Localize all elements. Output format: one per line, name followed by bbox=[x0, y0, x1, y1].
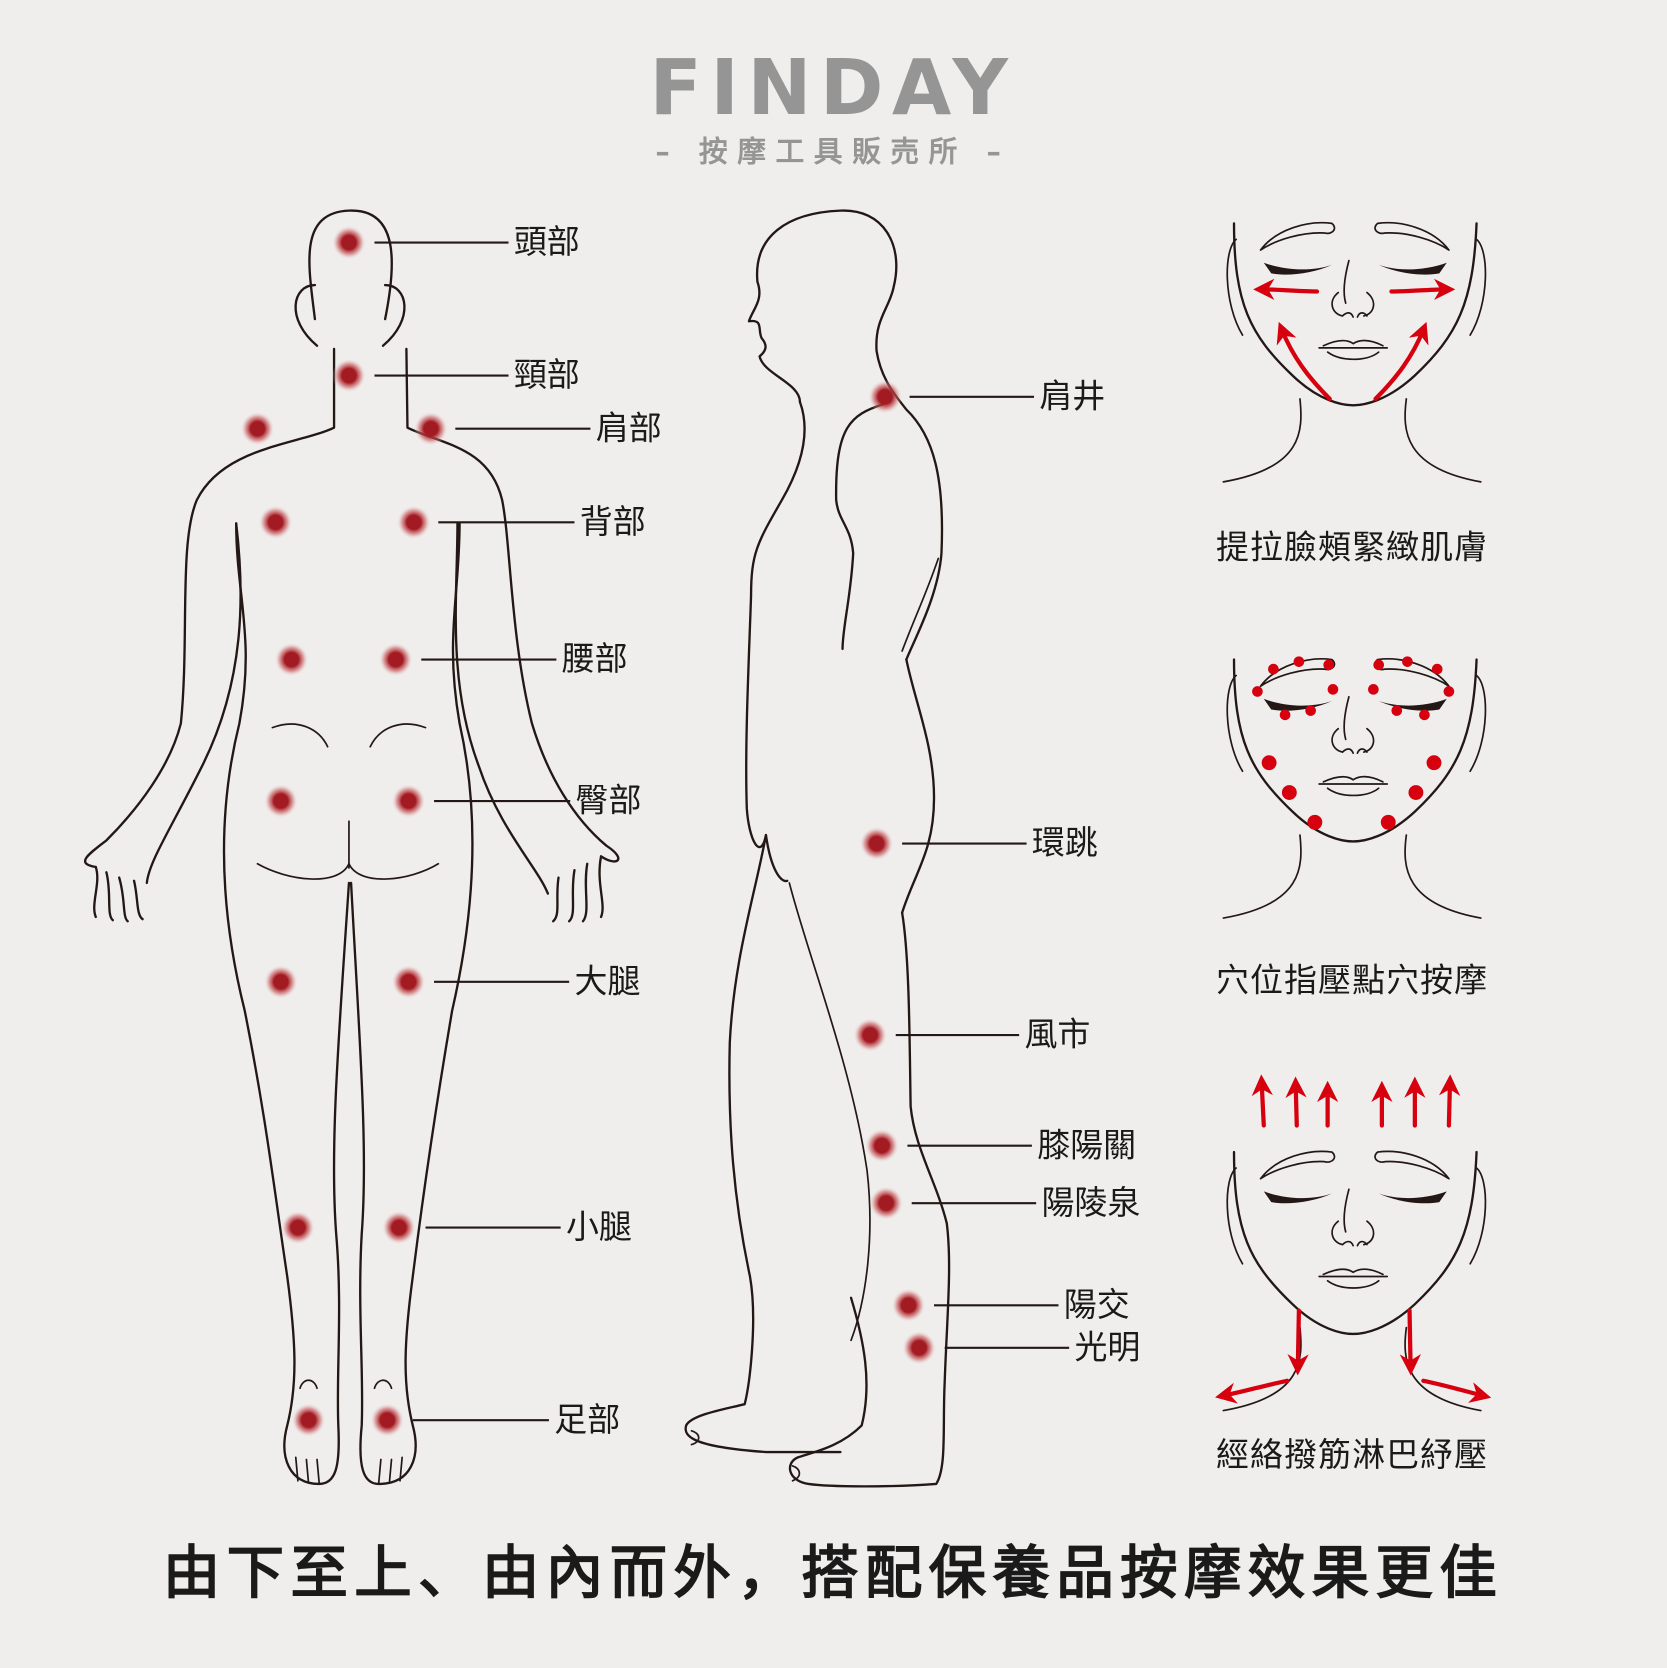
side-labels: 肩井 環跳 風市 膝陽關 陽陵泉 陽交 光明 bbox=[895, 376, 1140, 1366]
back-pressure-points bbox=[240, 225, 448, 1438]
face-lymph: 經絡撥筋淋巴紓壓 bbox=[1215, 1074, 1492, 1474]
label-xiyangguan: 膝陽關 bbox=[1037, 1125, 1136, 1164]
face-caption-lifting: 提拉臉頰緊緻肌膚 bbox=[1216, 527, 1488, 566]
face-acupoints: 穴位指壓點穴按摩 bbox=[1216, 656, 1488, 999]
label-waist: 腰部 bbox=[562, 639, 628, 678]
footer-slogan: 由下至上、由內而外，搭配保養品按摩效果更佳 bbox=[163, 1539, 1503, 1606]
back-view-figure: 頭部 頸部 肩部 背部 腰部 臀部 大腿 小腿 足部 bbox=[83, 209, 662, 1486]
label-back: 背部 bbox=[580, 502, 646, 541]
label-hip: 臀部 bbox=[576, 781, 642, 820]
brand-logo: FINDAY bbox=[650, 44, 1017, 133]
label-huantiao: 環跳 bbox=[1032, 823, 1098, 862]
face-caption-acupoints: 穴位指壓點穴按摩 bbox=[1216, 960, 1488, 999]
label-guangming: 光明 bbox=[1074, 1327, 1140, 1366]
back-labels: 頭部 頸部 肩部 背部 腰部 臀部 大腿 小腿 足部 bbox=[374, 222, 662, 1439]
face-acupoint-dots bbox=[1252, 656, 1455, 830]
label-calf: 小腿 bbox=[566, 1207, 632, 1246]
face-caption-lymph: 經絡撥筋淋巴紓壓 bbox=[1216, 1435, 1488, 1474]
label-jianjing: 肩井 bbox=[1039, 376, 1105, 415]
side-view-figure: 肩井 環跳 風市 膝陽關 陽陵泉 陽交 光明 bbox=[684, 209, 1140, 1488]
label-thigh: 大腿 bbox=[574, 962, 640, 1001]
label-yanglingquan: 陽陵泉 bbox=[1041, 1183, 1140, 1222]
label-yangjiao: 陽交 bbox=[1064, 1285, 1130, 1324]
label-foot: 足部 bbox=[554, 1400, 620, 1439]
brand-header: FINDAY – 按摩工具販売所 – bbox=[650, 44, 1017, 169]
brand-subtitle: – 按摩工具販売所 – bbox=[655, 135, 1010, 169]
face-lifting: 提拉臉頰緊緻肌膚 bbox=[1216, 221, 1488, 566]
label-neck: 頸部 bbox=[514, 355, 580, 394]
label-fengshi: 風市 bbox=[1024, 1015, 1090, 1054]
side-pressure-points bbox=[853, 379, 937, 1365]
label-head: 頭部 bbox=[514, 222, 580, 261]
label-shoulder: 肩部 bbox=[596, 408, 662, 447]
